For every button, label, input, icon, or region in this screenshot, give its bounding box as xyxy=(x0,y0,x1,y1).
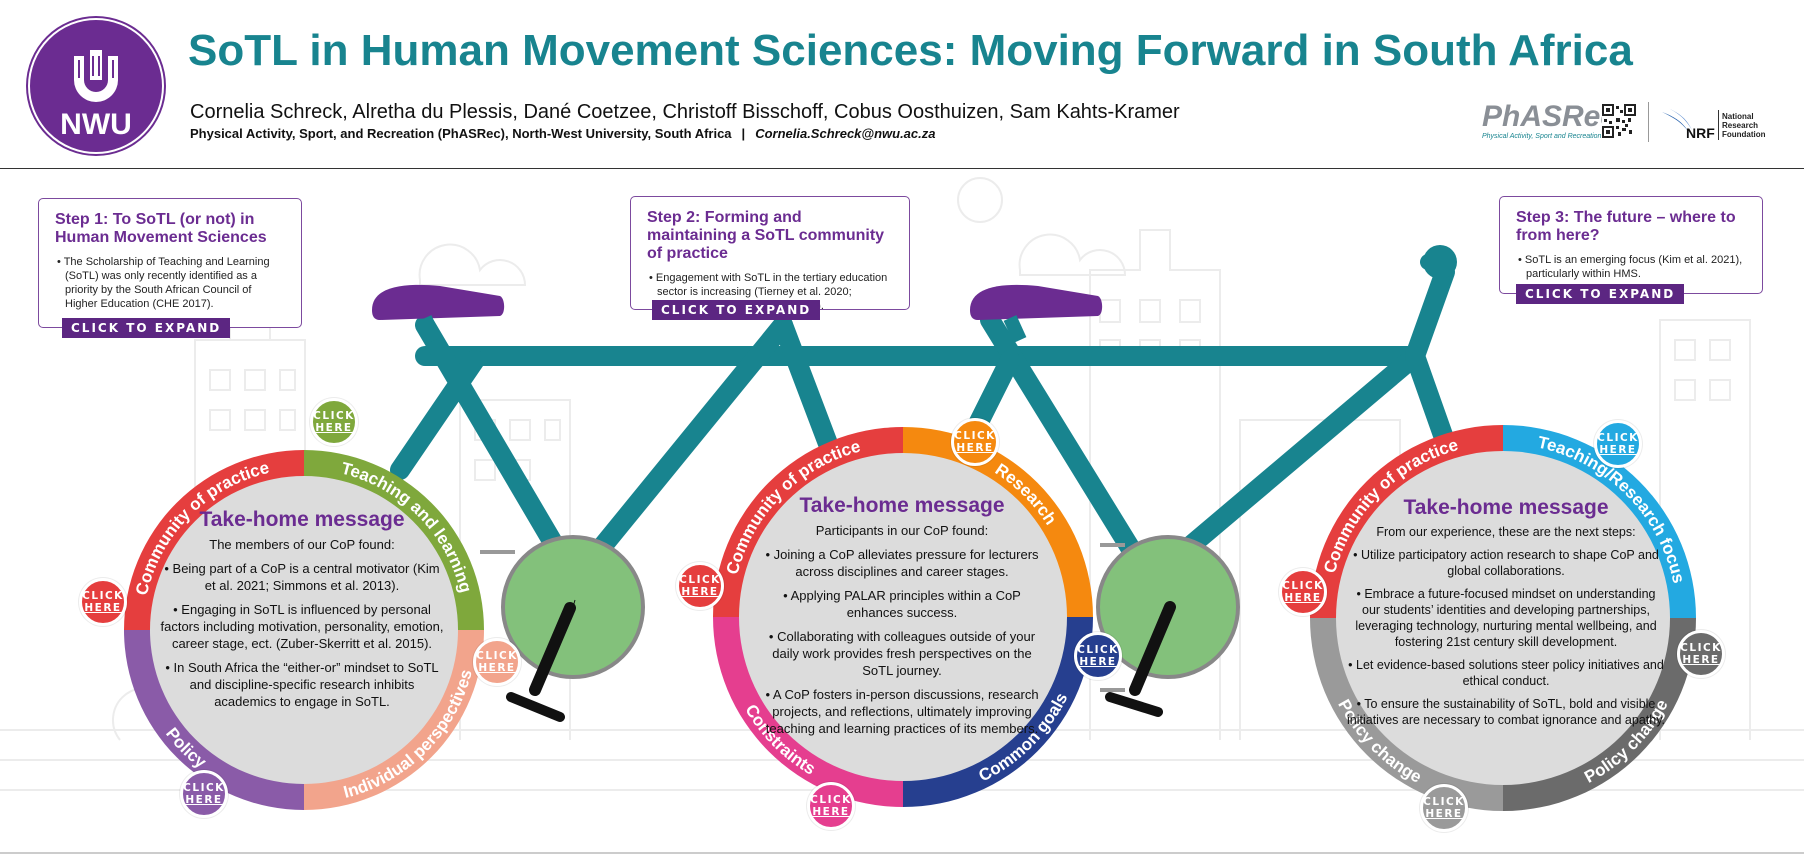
take-home-list: Joining a CoP alleviates pressure for le… xyxy=(756,546,1048,737)
separator: | xyxy=(741,126,746,141)
take-home-left: Take-home message The members of our CoP… xyxy=(160,508,444,717)
take-home-point: Collaborating with colleagues outside of… xyxy=(756,628,1048,679)
take-home-list: Being part of a CoP is a central motivat… xyxy=(160,560,444,710)
logo-divider xyxy=(1648,102,1649,142)
wheel-segment xyxy=(903,427,1093,617)
nrf-name: National Research Foundation xyxy=(1722,112,1766,139)
nwu-logo: NWU xyxy=(28,18,164,154)
take-home-point: Utilize participatory action research to… xyxy=(1346,547,1666,579)
front-saddle xyxy=(372,284,505,320)
step-1-text: • The Scholarship of Teaching and Learni… xyxy=(57,256,270,310)
wheel-segment xyxy=(1503,425,1696,618)
take-home-title: Take-home message xyxy=(1403,496,1609,519)
poster-title: SoTL in Human Movement Sciences: Moving … xyxy=(188,26,1633,75)
nrf-logo-text: NRF xyxy=(1686,125,1715,141)
rear-saddle xyxy=(970,284,1103,320)
step-1-title: Step 1: To SoTL (or not) in Human Moveme… xyxy=(55,211,267,246)
take-home-point: Let evidence-based solutions steer polic… xyxy=(1346,657,1666,689)
bottom-divider xyxy=(0,852,1804,854)
take-home-point: To ensure the sustainability of SoTL, bo… xyxy=(1346,696,1666,728)
take-home-point: In South Africa the “either-or” mindset … xyxy=(160,659,444,710)
qr-code-icon[interactable] xyxy=(1602,104,1636,138)
rear-chainring xyxy=(1096,535,1240,717)
step-1-expand-button[interactable]: CLICK TO EXPAND xyxy=(62,318,231,338)
take-home-point: Engaging in SoTL is influenced by person… xyxy=(160,601,444,652)
nwu-emblem-icon xyxy=(74,50,118,102)
front-chainring xyxy=(501,535,645,722)
step-2-title: Step 2: Forming and maintaining a SoTL c… xyxy=(647,209,885,262)
header-divider xyxy=(0,168,1804,169)
phasrec-tagline: Physical Activity, Sport and Recreation xyxy=(1482,133,1602,140)
take-home-intro: The members of our CoP found: xyxy=(209,537,395,552)
affiliation: Physical Activity, Sport, and Recreation… xyxy=(190,126,732,141)
wheel-segment xyxy=(1310,425,1503,618)
author-list: Cornelia Schreck, Alretha du Plessis, Da… xyxy=(190,101,1180,123)
step-3-expand-button[interactable]: CLICK TO EXPAND xyxy=(1516,284,1685,304)
step-1-box: Step 1: To SoTL (or not) in Human Moveme… xyxy=(38,198,302,328)
take-home-intro: Participants in our CoP found: xyxy=(815,523,989,538)
take-home-middle: Take-home message Participants in our Co… xyxy=(756,494,1048,744)
contact-email[interactable]: Cornelia.Schreck@nwu.ac.za xyxy=(755,126,936,141)
wheel-segment xyxy=(713,427,903,617)
bike-frame xyxy=(390,262,1460,590)
take-home-point: A CoP fosters in-person discussions, res… xyxy=(756,686,1048,737)
take-home-list: Utilize participatory action research to… xyxy=(1346,547,1666,728)
step-3-title: Step 3: The future – where to from here? xyxy=(1516,209,1736,244)
wheel-segment xyxy=(304,450,484,630)
phasrec-logo: PhASRec xyxy=(1482,100,1618,133)
wheel-segment xyxy=(903,617,1093,807)
nrf-logo: NRF xyxy=(1662,108,1719,141)
step-2-box: Step 2: Forming and maintaining a SoTL c… xyxy=(630,196,910,312)
take-home-point: Being part of a CoP is a central motivat… xyxy=(160,560,444,594)
affiliation-line: Physical Activity, Sport, and Recreation… xyxy=(190,126,936,141)
wheel-segment xyxy=(124,450,304,630)
take-home-intro: From our experience, these are the next … xyxy=(1376,525,1636,539)
take-home-title: Take-home message xyxy=(799,494,1005,517)
take-home-title: Take-home message xyxy=(199,508,405,531)
step-3-text: • SoTL is an emerging focus (Kim et al. … xyxy=(1518,254,1743,280)
handlebar-grip xyxy=(1423,245,1457,279)
take-home-point: Applying PALAR principles within a CoP e… xyxy=(756,587,1048,621)
take-home-right: Take-home message From our experience, t… xyxy=(1346,496,1666,735)
take-home-point: Embrace a future-focused mindset on unde… xyxy=(1346,586,1666,650)
step-2-expand-button[interactable]: CLICK TO EXPAND xyxy=(652,300,821,320)
logo-text: NWU xyxy=(60,108,132,141)
wheel-segment xyxy=(304,630,484,810)
wheel-segment xyxy=(713,617,903,807)
take-home-point: Joining a CoP alleviates pressure for le… xyxy=(756,546,1048,580)
step-3-box: Step 3: The future – where to from here?… xyxy=(1499,196,1763,294)
